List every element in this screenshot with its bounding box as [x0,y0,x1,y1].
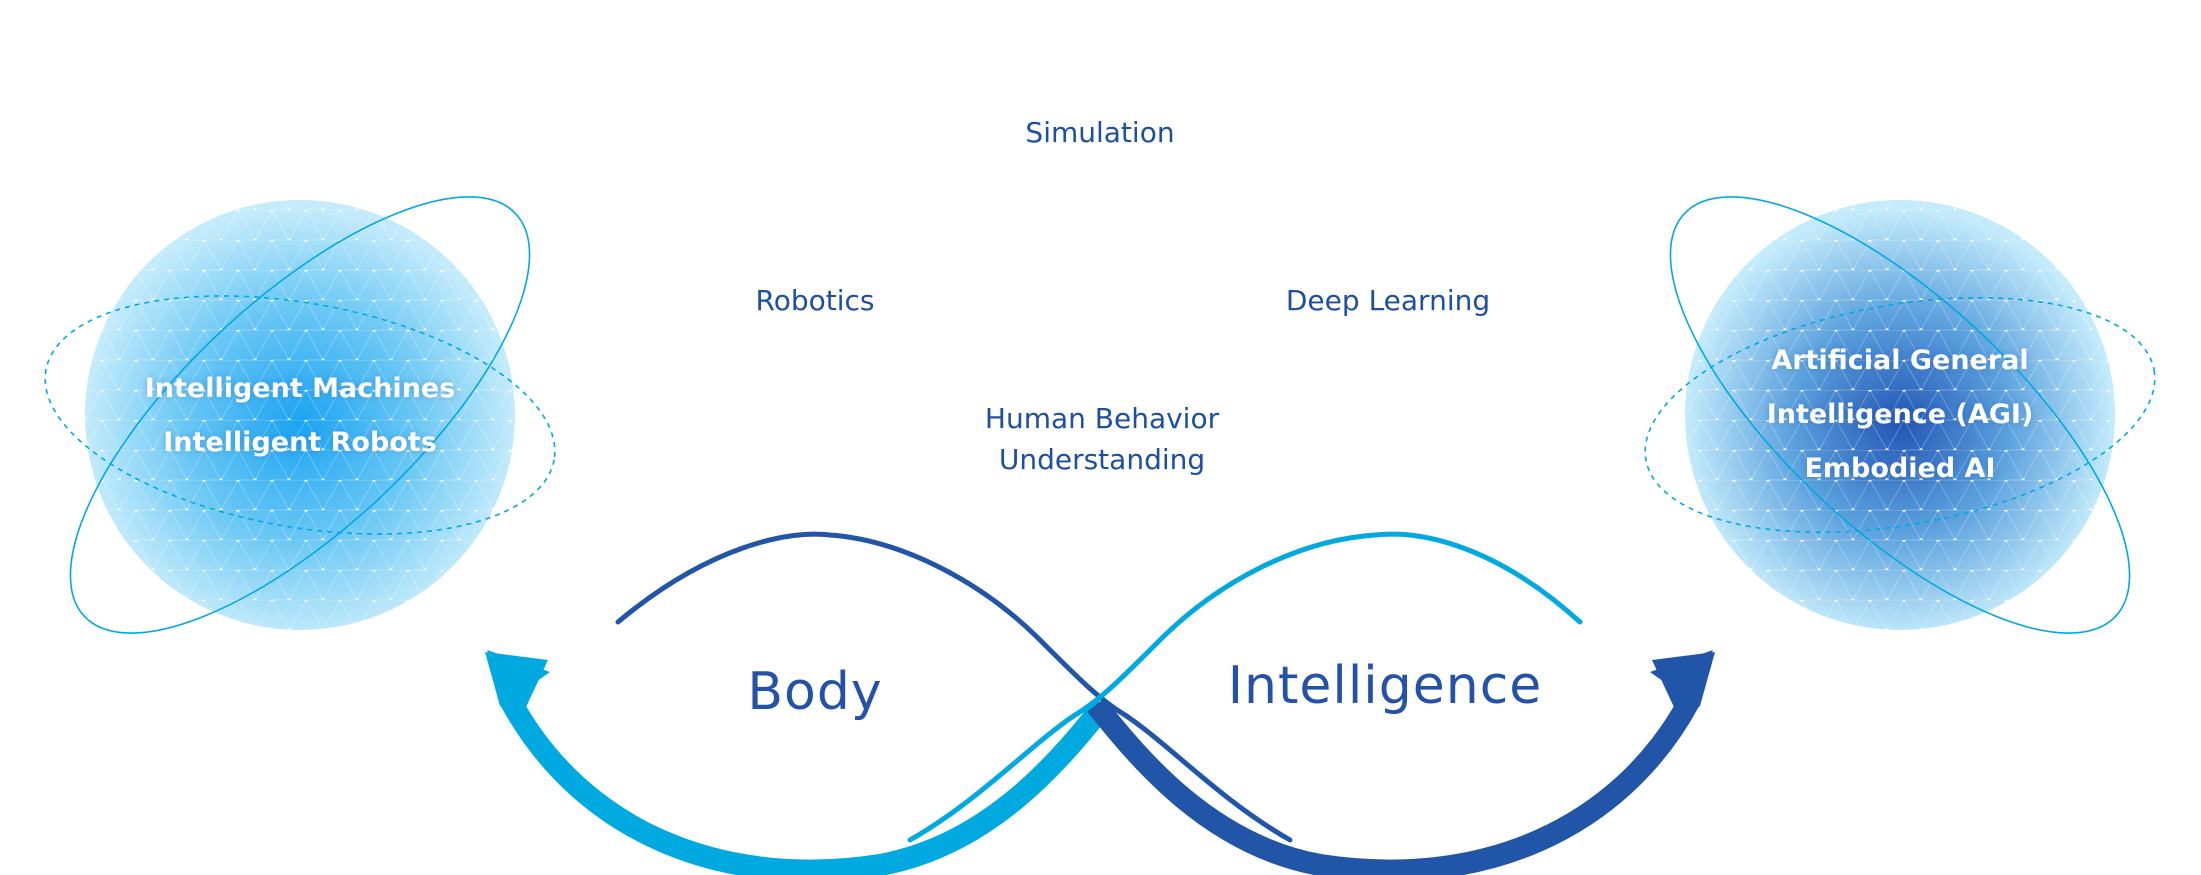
light-arrow-sweep [500,694,1113,875]
left-sphere-line-2: Intelligent Robots [163,427,437,458]
right-sphere-line-3: Embodied AI [1804,453,1996,484]
left-orbit-solid [69,196,531,634]
topic-human-behavior-line-2: Understanding [998,443,1206,476]
right-sphere-line-1: Artificial General [1771,345,2029,376]
right-arrowhead-fill [1652,652,1715,720]
left-sphere-mesh [85,200,515,630]
right-sphere-mesh [1685,200,2115,630]
right-sphere-label: Artificial General Intelligence (AGI) Em… [1767,334,2034,496]
left-sphere [44,196,556,634]
light-loop-top-right [907,531,1583,843]
right-sphere [1644,196,2156,634]
left-arrowhead-fill [485,652,548,720]
topic-human-behavior-line-1: Human Behavior [984,402,1220,435]
topic-robotics: Robotics [755,284,875,317]
dark-arrow-sweep [1087,694,1700,875]
left-sphere-line-1: Intelligent Machines [144,373,456,404]
right-orbit-dashed [1644,296,2156,534]
dark-loop-top-left [615,531,1293,843]
topic-human-behavior: Human Behavior Understanding [985,398,1219,480]
topic-deep-learning: Deep Learning [1285,284,1491,317]
infinity-loop [485,531,1715,875]
topic-simulation: Simulation [1025,116,1175,149]
intelligence-label: Intelligence [1227,656,1543,716]
left-sphere-label: Intelligent Machines Intelligent Robots [145,362,456,470]
right-orbit-solid [1669,196,2131,634]
left-orbit-dashed [44,295,556,535]
body-label: Body [747,662,883,722]
right-sphere-line-2: Intelligence (AGI) [1766,399,2034,430]
